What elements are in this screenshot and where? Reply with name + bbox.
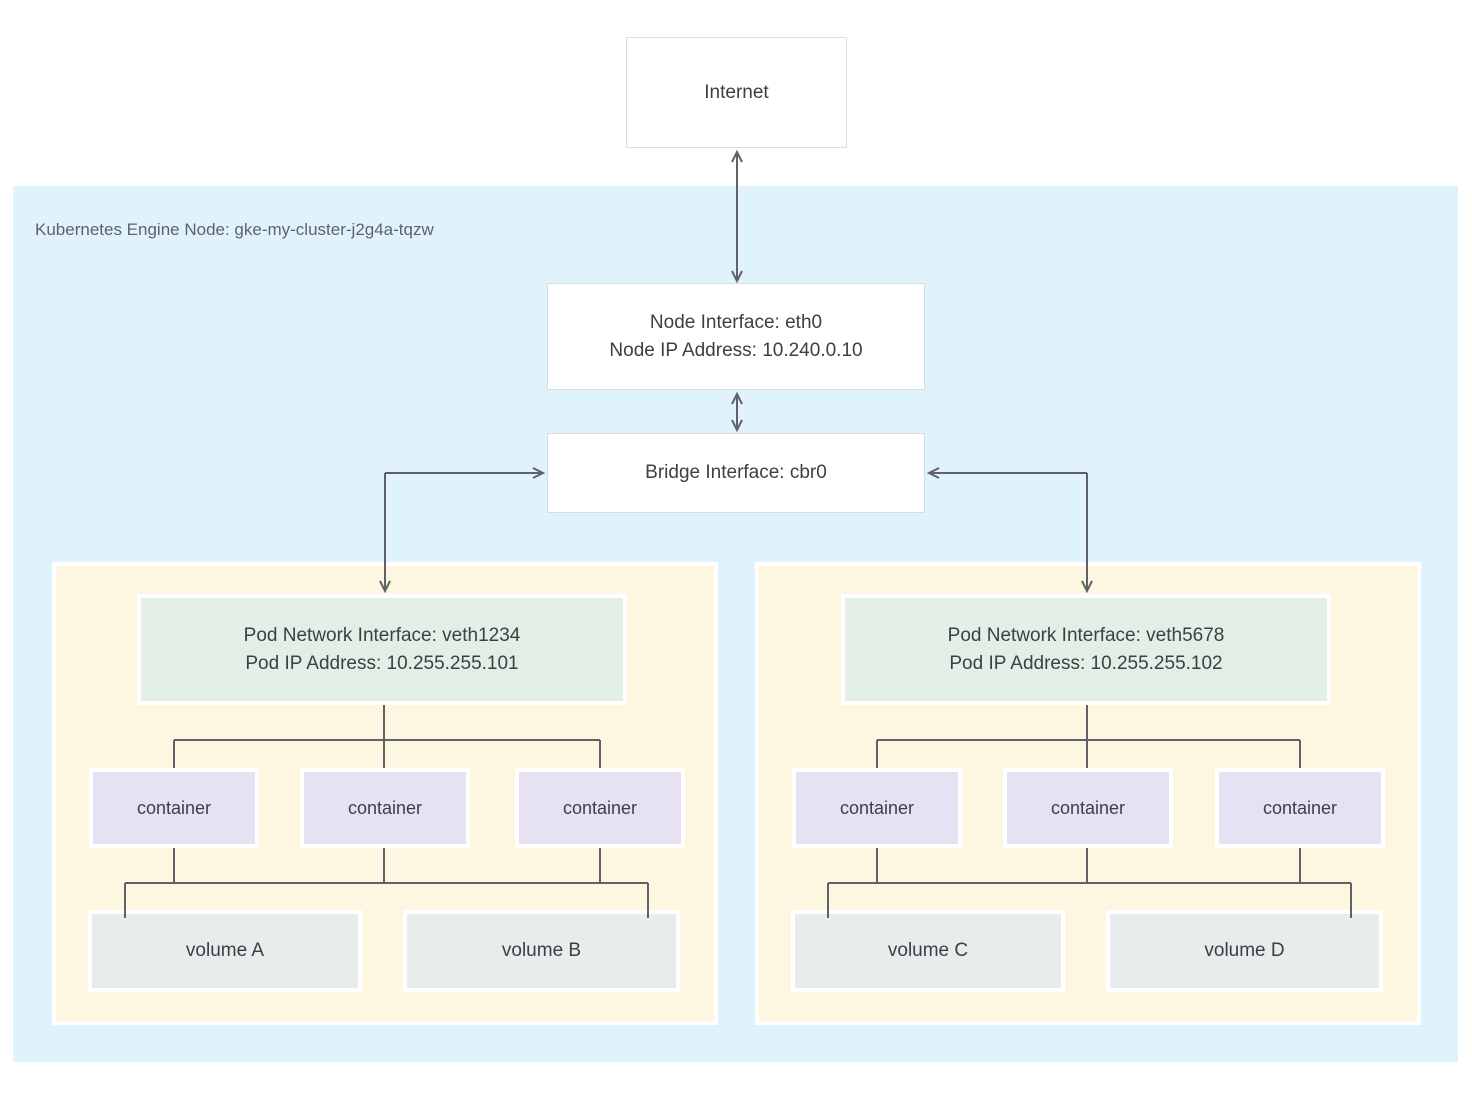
cluster-label: Kubernetes Engine Node: gke-my-cluster-j…: [35, 220, 434, 239]
internet-box: Internet: [626, 37, 847, 148]
container-box: container: [792, 768, 962, 848]
container-label: container: [1050, 797, 1126, 818]
pod-interface-name: Pod Network Interface: veth5678: [947, 624, 1225, 646]
volume-box: volume D: [1106, 910, 1383, 992]
container-label: container: [839, 797, 915, 818]
volume-label: volume C: [887, 940, 969, 961]
container-box: container: [1003, 768, 1173, 848]
pod-ip-address: Pod IP Address: 10.255.255.102: [949, 652, 1223, 674]
container-label: container: [136, 797, 212, 818]
volume-label: volume B: [501, 940, 582, 961]
bridge-interface-box: Bridge Interface: cbr0: [547, 433, 925, 513]
container-box: container: [1215, 768, 1385, 848]
pod-network-interface-box-2: Pod Network Interface: veth5678 Pod IP A…: [841, 594, 1331, 705]
container-box: container: [515, 768, 685, 848]
volume-box: volume A: [88, 910, 362, 992]
container-box: container: [89, 768, 259, 848]
container-box: container: [300, 768, 470, 848]
pod-ip-address: Pod IP Address: 10.255.255.101: [245, 652, 519, 674]
node-interface-name: Node Interface: eth0: [649, 311, 823, 333]
internet-label: Internet: [704, 81, 769, 103]
volume-box: volume C: [791, 910, 1065, 992]
node-interface-box: Node Interface: eth0 Node IP Address: 10…: [547, 283, 925, 390]
pod-network-interface-box-1: Pod Network Interface: veth1234 Pod IP A…: [137, 594, 627, 705]
node-ip-address: Node IP Address: 10.240.0.10: [609, 339, 863, 361]
volume-label: volume D: [1204, 940, 1285, 961]
pod-interface-name: Pod Network Interface: veth1234: [243, 624, 521, 646]
container-label: container: [347, 797, 423, 818]
volume-label: volume A: [185, 940, 265, 961]
bridge-interface-label: Bridge Interface: cbr0: [645, 462, 827, 483]
container-label: container: [562, 797, 638, 818]
volume-box: volume B: [403, 910, 680, 992]
container-label: container: [1262, 797, 1338, 818]
